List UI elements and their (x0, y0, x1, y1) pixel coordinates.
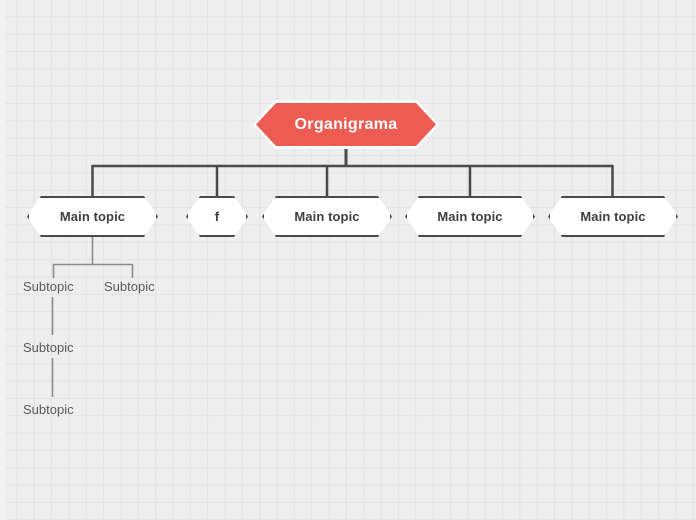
node-subtopic-4[interactable]: Subtopic (23, 402, 74, 417)
node-root[interactable]: Organigrama (256, 103, 436, 146)
node-main-topic-1[interactable]: Main topic (27, 196, 158, 237)
node-main-topic-3-label: Main topic (294, 209, 360, 224)
root-node-shape (256, 103, 436, 146)
board-left-edge-strip (0, 0, 5, 520)
node-main-topic-5-label: Main topic (580, 209, 646, 224)
node-main-topic-5[interactable]: Main topic (548, 196, 678, 237)
node-main-topic-4[interactable]: Main topic (405, 196, 535, 237)
node-main-topic-2[interactable]: f (186, 196, 248, 237)
node-subtopic-3[interactable]: Subtopic (23, 340, 74, 355)
node-subtopic-2[interactable]: Subtopic (104, 279, 155, 294)
node-main-topic-3[interactable]: Main topic (262, 196, 392, 237)
node-main-topic-4-label: Main topic (437, 209, 503, 224)
node-main-topic-2-label: f (214, 209, 220, 224)
root-node-label: Organigrama (294, 115, 398, 133)
node-subtopic-1[interactable]: Subtopic (23, 279, 74, 294)
node-main-topic-1-label: Main topic (59, 209, 126, 224)
